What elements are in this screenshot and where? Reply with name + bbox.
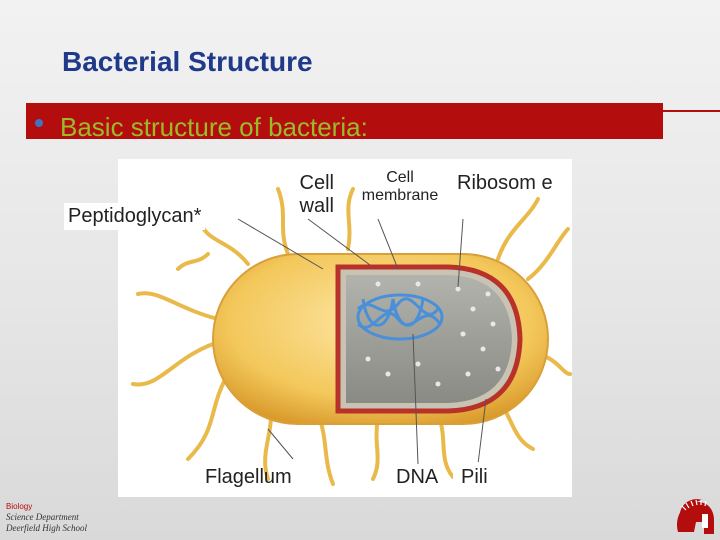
label-peptidoglycan: Peptidoglycan* (64, 203, 206, 230)
slide-title: Bacterial Structure (62, 46, 313, 77)
bacteria-illustration (131, 187, 572, 486)
label-flagellum: Flagellum (205, 466, 292, 488)
bar-line (663, 110, 720, 112)
footer-school: Deerfield High School (6, 523, 87, 533)
bullet-dot (35, 119, 43, 127)
label-ribosome: Ribosom e (457, 172, 553, 194)
leader-lines (237, 218, 487, 465)
label-pili: Pili (453, 462, 563, 494)
bullet-text: Basic structure of bacteria: (60, 112, 368, 139)
bacteria-diagram (118, 159, 572, 497)
spartan-helmet-icon (676, 499, 714, 534)
footer-department: Science Department (6, 512, 79, 522)
label-dna: DNA (396, 466, 439, 488)
label-cell-wall: Cell wall (299, 172, 334, 217)
footer-subject: Biology (6, 502, 33, 511)
dna-shape (356, 293, 444, 341)
bullet-bar: Basic structure of bacteria: (26, 103, 663, 139)
ribosomes (365, 281, 501, 387)
cytoplasm-shape (346, 275, 512, 403)
label-cell-membrane: Cell membrane (361, 169, 439, 205)
footer: Biology Science Department Deerfield Hig… (6, 501, 87, 534)
